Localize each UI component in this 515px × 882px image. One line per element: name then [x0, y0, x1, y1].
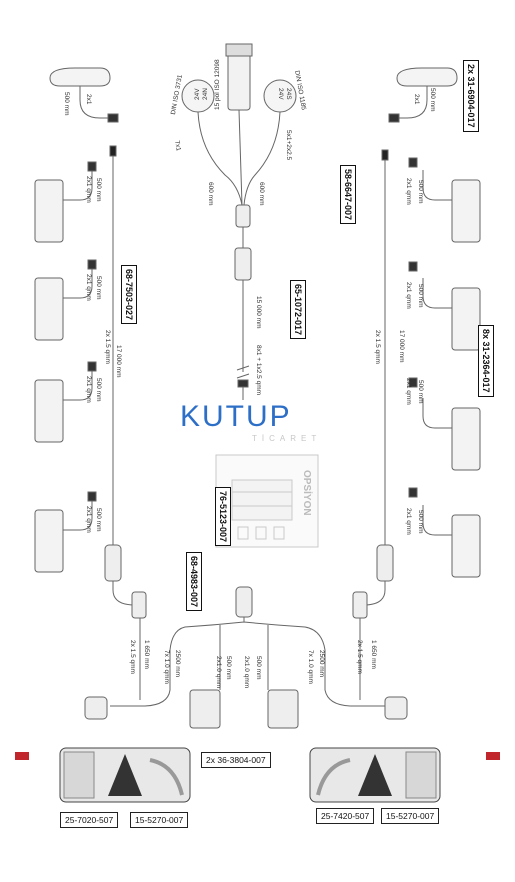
label-pin-24v-right: 24V	[277, 88, 284, 100]
spec-side-cores-right: 2x 1.5 qmm	[374, 330, 381, 364]
spec-marker-len-right-3: 500 mm	[417, 380, 424, 404]
rear-left-connector	[84, 696, 108, 720]
spec-rear-branch-right-len: 2500 mm	[318, 650, 325, 678]
spec-rear-branch-right-cores: 7x 1.0 qmm	[307, 650, 314, 684]
spec-marker-cores-left-3: 2x1 qmm	[85, 376, 92, 403]
plate-light-right	[267, 689, 299, 729]
part-main-cable: 65-1072-017	[290, 280, 306, 340]
label-pin-24v-left: 24V	[194, 88, 201, 100]
label-socket-15: 15 pol ISO 12098	[214, 59, 221, 110]
spec-main-length: 15 000 mm	[255, 296, 262, 329]
spec-marker-len-right-1: 500 mm	[417, 180, 424, 204]
option-module	[215, 454, 319, 548]
spec-600-right: 600 mm	[258, 182, 265, 206]
spec-side-length-right: 17 000 mm	[398, 330, 405, 363]
top-right-marker-cable	[397, 86, 428, 119]
part-rear-harness: 68-4983-007	[186, 552, 202, 612]
part-side-harness-right: 58-6647-007	[340, 165, 356, 225]
socket-15-pol-cap	[225, 43, 253, 57]
spec-top-marker-right-cores: 2x1	[413, 94, 420, 105]
spec-rear-right-len: 1 650 mm	[370, 640, 377, 669]
spec-marker-len-left-4: 500 mm	[95, 508, 102, 532]
spec-rear-right-cores: 2x 1.5 qmm	[356, 640, 363, 674]
main-cable-end-plug	[237, 379, 249, 388]
spec-rear-left-len: 1 650 mm	[143, 640, 150, 669]
part-right-rear-bulb: 15-5270-007	[381, 808, 440, 824]
spec-marker-cores-right-2: 2x1 qmm	[405, 282, 412, 309]
spec-rear-branch-left-cores: 7x 1.0 qmm	[163, 650, 170, 684]
spec-plate-right-cores: 2x1.0 qmm	[243, 656, 250, 689]
spec-marker-cores-right-1: 2x1 qmm	[405, 178, 412, 205]
label-pin-24s-right: 24S	[285, 88, 292, 100]
spec-marker-cores-left-1: 2x1 qmm	[85, 176, 92, 203]
top-left-marker-lamp	[49, 67, 111, 87]
spec-marker-len-right-2: 500 mm	[417, 284, 424, 308]
rear-harness-top-connector	[235, 586, 253, 618]
top-right-marker-lamp	[396, 67, 458, 87]
spec-5x1-plus: 5x1+2x2.5	[285, 130, 292, 161]
spec-plate-right-len: 500 mm	[255, 656, 262, 680]
rear-right-connector	[384, 696, 408, 720]
spec-marker-len-left-2: 500 mm	[95, 276, 102, 300]
spec-plate-left-cores: 2x1.0 qmm	[215, 656, 222, 689]
socket-branch-cables	[197, 109, 281, 206]
spec-600-left: 600 mm	[207, 182, 214, 206]
top-left-marker-plug	[107, 113, 119, 123]
spec-marker-len-left-1: 500 mm	[95, 178, 102, 202]
part-side-marker-group: 8x 31-2364-017	[478, 325, 494, 397]
right-harness-bottom-connector	[376, 544, 394, 582]
spec-marker-cores-left-2: 2x1 qmm	[85, 274, 92, 301]
spec-marker-len-right-4: 500 mm	[417, 510, 424, 534]
top-left-marker-cable	[79, 86, 110, 119]
right-side-markers	[408, 157, 481, 578]
right-harness-top-plug	[381, 149, 389, 161]
spec-plate-left-len: 500 mm	[225, 656, 232, 680]
part-plate-light: 2x 36-3804-007	[201, 752, 271, 768]
spec-top-marker-left-len: 500 mm	[63, 92, 70, 116]
kutup-logo: KUTUP	[180, 400, 292, 433]
right-rear-lamp	[309, 747, 500, 803]
left-harness-bottom-connector	[104, 544, 122, 582]
spec-top-marker-left-cores: 2x1	[85, 94, 92, 105]
spec-main-cores: 8x1 + 1x2.5 qmm	[255, 345, 262, 396]
part-option-module: 76-5123-007	[215, 487, 231, 547]
part-side-marker-pair: 2x 31-6904-017	[463, 60, 479, 132]
socket-15-pol	[227, 49, 251, 111]
part-left-rear-lamp: 25-7020-507	[60, 812, 119, 828]
spec-side-cores-left: 2x 1.5 qmm	[104, 330, 111, 364]
plate-light-left	[189, 689, 221, 729]
part-left-rear-bulb: 15-5270-007	[130, 812, 189, 828]
main-connector-upper	[235, 204, 251, 228]
spec-marker-len-left-3: 500 mm	[95, 378, 102, 402]
spec-marker-cores-right-4: 2x1 qmm	[405, 508, 412, 535]
spec-marker-cores-left-4: 2x1 qmm	[85, 506, 92, 533]
left-rear-lamp	[15, 747, 191, 803]
rear-left-drop-connector	[131, 591, 147, 619]
spec-top-marker-right-len: 500 mm	[429, 88, 436, 112]
spec-rear-left-cores: 2x 1.5 qmm	[129, 640, 136, 674]
top-right-marker-plug	[388, 113, 400, 123]
spec-marker-cores-right-3: 2x1 qmm	[405, 378, 412, 405]
spec-rear-branch-left-len: 2500 mm	[174, 650, 181, 678]
rear-harness-cable	[110, 617, 385, 707]
rear-right-drop-connector	[352, 591, 368, 619]
main-cable-break	[236, 365, 250, 379]
main-connector-lower	[234, 247, 252, 281]
label-pin-24n-left: 24N	[202, 88, 209, 100]
option-label: OPSİYON	[301, 470, 312, 516]
left-harness-top-plug	[109, 145, 117, 157]
part-side-harness-left: 68-7503-027	[121, 265, 137, 325]
part-right-rear-lamp: 25-7420-507	[316, 808, 375, 824]
kutup-logo-subtitle: TİCARET	[252, 434, 322, 443]
rear-harness-plate-branches	[219, 625, 269, 690]
spec-side-length-left: 17 000 mm	[115, 345, 122, 378]
left-side-markers	[34, 161, 97, 573]
